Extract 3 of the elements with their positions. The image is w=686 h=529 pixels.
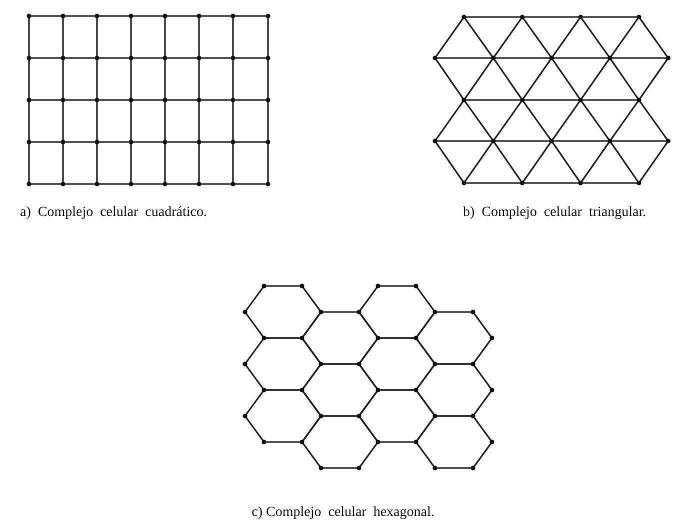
figure-caption: b) Complejo celular triangular. — [463, 205, 646, 221]
figure-caption: c) Complejo celular hexagonal. — [252, 505, 434, 521]
figure-caption: a) Complejo celular cuadrático. — [20, 205, 207, 221]
